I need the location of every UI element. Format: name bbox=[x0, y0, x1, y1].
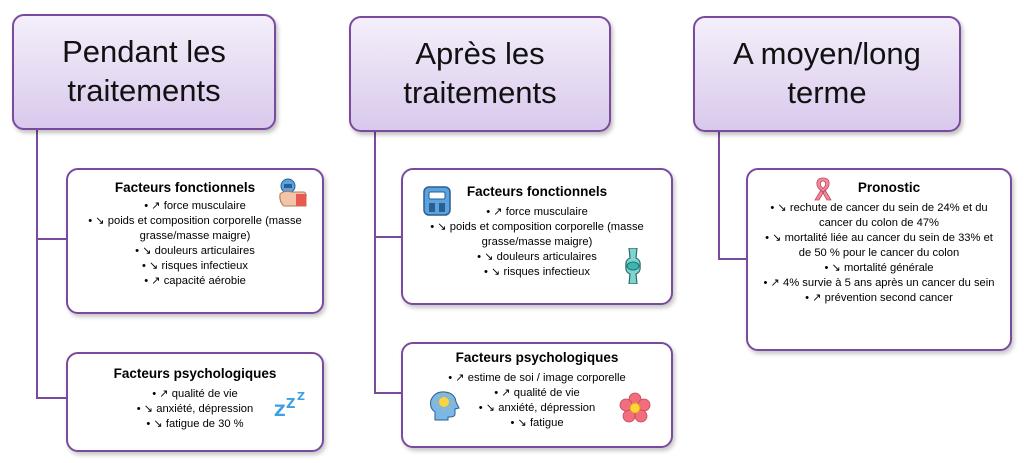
list-item: ↘ douleurs articulaires bbox=[82, 244, 308, 259]
item-list: ↗ estime de soi / image corporelle ↗ qua… bbox=[403, 371, 671, 431]
sleep-zzz-icon: Z Z Z bbox=[274, 390, 305, 418]
box-title: Facteurs fonctionnels bbox=[466, 184, 608, 199]
header-moyen-long-terme: A moyen/long terme bbox=[693, 16, 961, 132]
list-item: ↘ douleurs articulaires bbox=[415, 250, 659, 265]
list-item: ↘ fatigue de 30 % bbox=[88, 417, 302, 432]
box-title: Facteurs psychologiques bbox=[113, 366, 277, 381]
box-title: Facteurs psychologiques bbox=[455, 350, 619, 365]
svg-text:Z: Z bbox=[274, 401, 286, 418]
item-list: ↗ qualité de vie ↘ anxiété, dépression ↘… bbox=[68, 387, 322, 432]
list-item: ↘ poids et composition corporelle (masse… bbox=[82, 214, 308, 244]
connector-col3-box1 bbox=[718, 258, 748, 260]
list-item: ↗ force musculaire bbox=[82, 199, 308, 214]
flower-icon bbox=[619, 392, 651, 423]
header-pendant-traitements: Pendant les traitements bbox=[12, 14, 276, 130]
list-item: ↗ prévention second cancer bbox=[758, 291, 1000, 306]
item-list: ↗ force musculaire ↘ poids et compositio… bbox=[68, 199, 322, 289]
awareness-ribbon-icon bbox=[814, 177, 832, 201]
box-title: Pronostic bbox=[857, 180, 921, 195]
list-item: ↗ 4% survie à 5 ans après un cancer du s… bbox=[758, 276, 1000, 291]
list-item: ↘ poids et composition corporelle (masse… bbox=[415, 220, 659, 250]
list-item: ↘ risques infectieux bbox=[82, 259, 308, 274]
box-pendant-psychologiques: Facteurs psychologiques ↗ qualité de vie… bbox=[66, 352, 324, 452]
list-item: ↘ mortalité générale bbox=[758, 261, 1000, 276]
list-item: ↘ fatigue bbox=[417, 416, 657, 431]
connector-col2-box1 bbox=[374, 236, 403, 238]
list-item: ↗ force musculaire bbox=[415, 205, 659, 220]
item-list: ↘ rechute de cancer du sein de 24% et du… bbox=[748, 201, 1010, 306]
head-idea-icon bbox=[430, 391, 460, 421]
list-item: ↗ qualité de vie bbox=[88, 387, 302, 402]
connector-col3-vertical bbox=[718, 130, 720, 260]
box-title: Facteurs fonctionnels bbox=[114, 180, 256, 195]
box-apres-psychologiques: Facteurs psychologiques ↗ estime de soi … bbox=[401, 342, 673, 448]
list-item: ↗ capacité aérobie bbox=[82, 274, 308, 289]
connector-col2-box2 bbox=[374, 392, 403, 394]
list-item: ↗ qualité de vie bbox=[417, 386, 657, 401]
header-apres-traitements: Après les traitements bbox=[349, 16, 611, 132]
item-list: ↗ force musculaire ↘ poids et compositio… bbox=[403, 205, 671, 280]
list-item: ↘ anxiété, dépression bbox=[88, 402, 302, 417]
box-pronostic: Pronostic ↘ rechute de cancer du sein de… bbox=[746, 168, 1012, 351]
list-item: ↗ estime de soi / image corporelle bbox=[417, 371, 657, 386]
connector-col1-box2 bbox=[36, 397, 68, 399]
scale-icon bbox=[423, 186, 451, 216]
connector-col2-vertical bbox=[374, 130, 376, 394]
list-item: ↘ risques infectieux bbox=[415, 265, 659, 280]
svg-text:Z: Z bbox=[286, 397, 295, 412]
connector-col1-vertical bbox=[36, 128, 38, 399]
box-pendant-fonctionnels: Facteurs fonctionnels ↗ force musculaire… bbox=[66, 168, 324, 314]
hand-weight-icon bbox=[279, 178, 307, 207]
list-item: ↘ anxiété, dépression bbox=[417, 401, 657, 416]
connector-col1-box1 bbox=[36, 238, 68, 240]
knee-joint-icon bbox=[625, 248, 641, 284]
box-apres-fonctionnels: Facteurs fonctionnels ↗ force musculaire… bbox=[401, 168, 673, 305]
svg-text:Z: Z bbox=[297, 390, 305, 403]
list-item: ↘ rechute de cancer du sein de 24% et du… bbox=[758, 201, 1000, 231]
list-item: ↘ mortalité liée au cancer du sein de 33… bbox=[758, 231, 1000, 261]
